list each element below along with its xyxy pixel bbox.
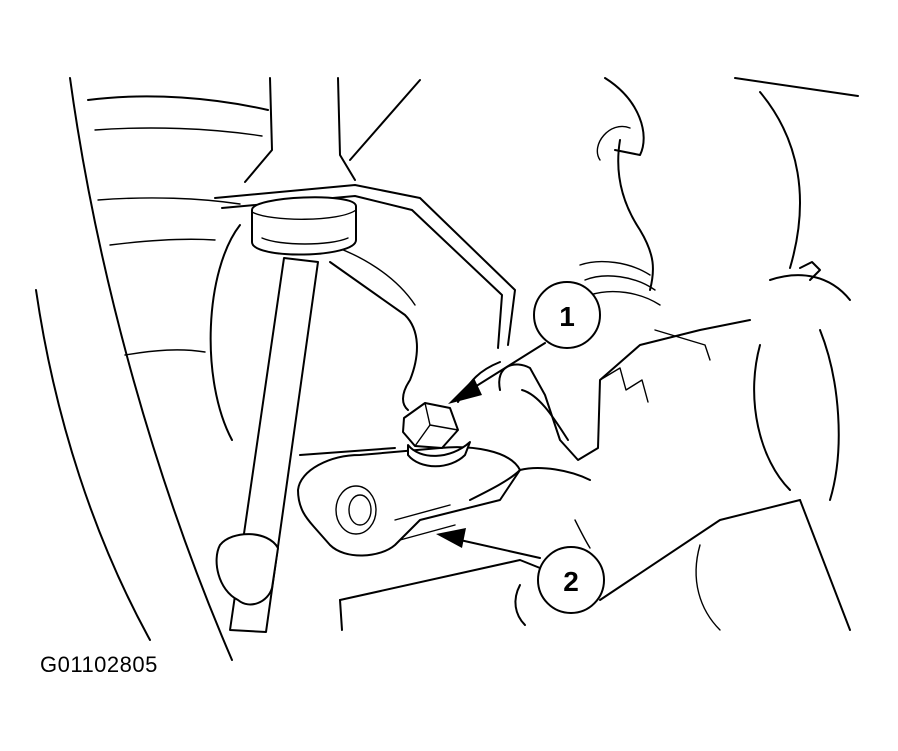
figure-id: G01102805 — [40, 652, 158, 677]
callout-1: 1 — [533, 281, 601, 349]
link-arm — [299, 261, 418, 456]
callout-2-label: 2 — [563, 566, 579, 597]
strut-rod — [244, 77, 356, 183]
leader-arrow-1 — [448, 342, 546, 404]
lower-bracket — [297, 446, 521, 557]
leader-arrow-2 — [436, 528, 541, 559]
steering-knuckle — [457, 319, 751, 549]
bolt — [402, 402, 471, 468]
tire-outline — [35, 77, 269, 661]
brake-disc — [209, 224, 416, 441]
hub-assembly — [579, 77, 859, 501]
callout-1-label: 1 — [559, 301, 575, 332]
stabilizer-link — [215, 257, 319, 633]
callout-2: 2 — [537, 546, 605, 614]
stabilizer-bushing — [251, 196, 357, 256]
